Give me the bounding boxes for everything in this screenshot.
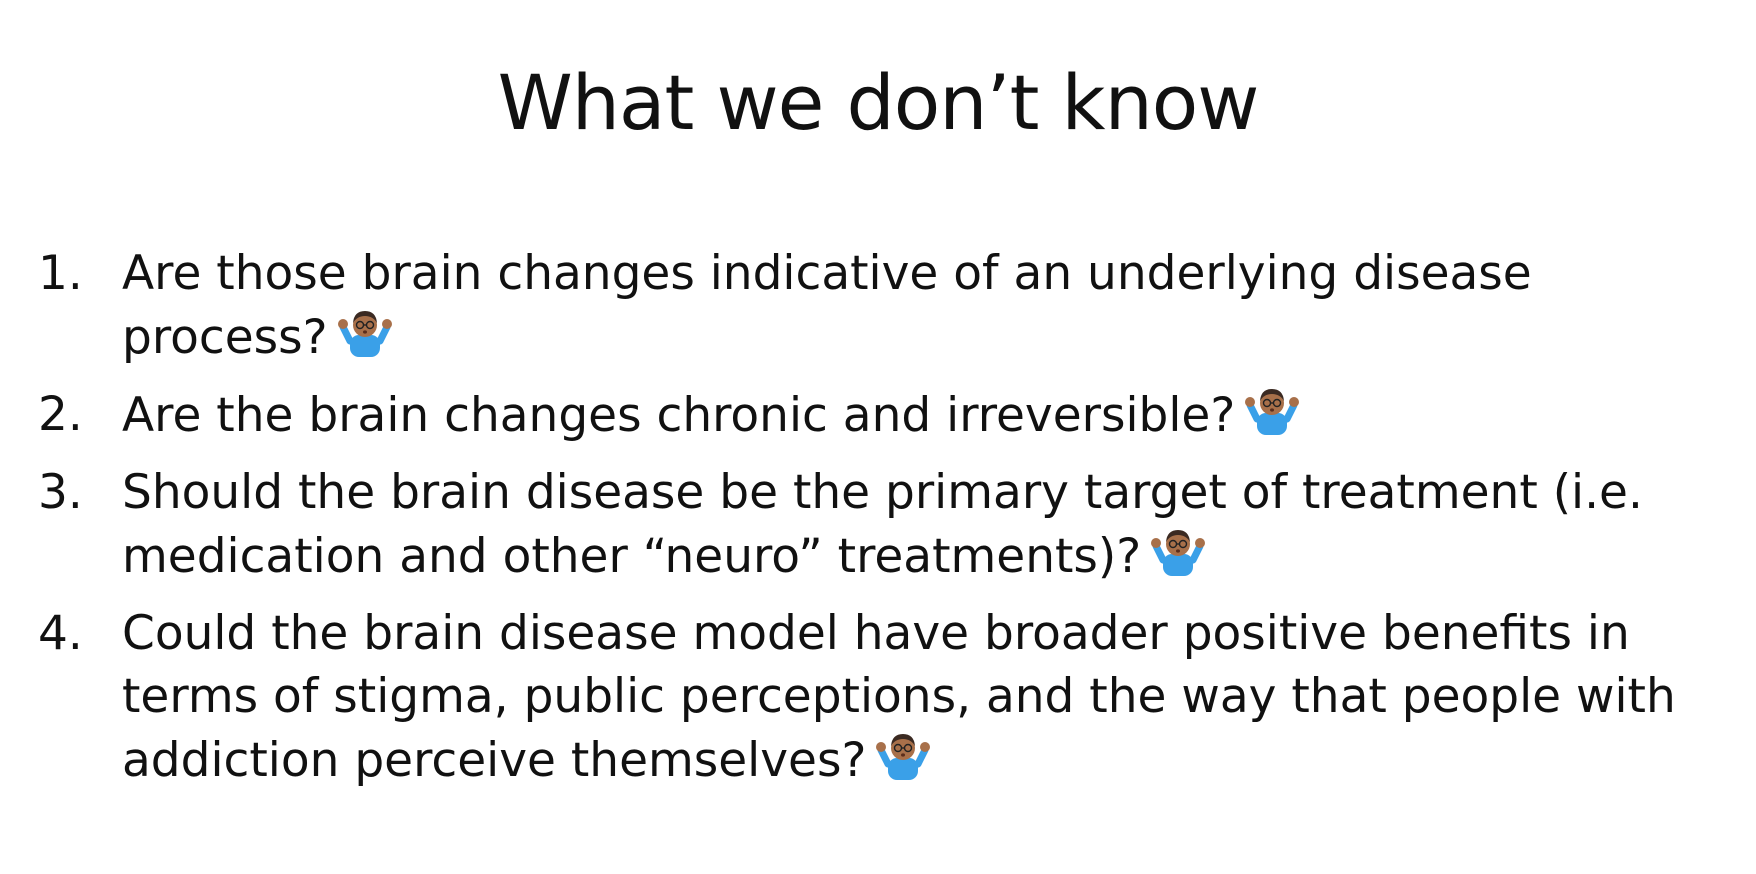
person-shrugging-icon (1151, 524, 1206, 578)
list-item-text: Should the brain disease be the primary … (122, 465, 1643, 584)
list-item-number: 2. (38, 387, 83, 442)
list-item-text: Are those brain changes indicative of an… (122, 246, 1532, 365)
person-shrugging-icon (337, 305, 392, 359)
slide-title: What we don’t know (497, 58, 1260, 147)
list-item-text: Could the brain disease model have broad… (122, 606, 1676, 788)
question-list: 1. Are those brain changes indicative of… (38, 242, 1738, 806)
list-item-number: 3. (38, 465, 83, 520)
list-item-number: 1. (38, 246, 83, 301)
list-item-text: Are the brain changes chronic and irreve… (122, 388, 1236, 443)
list-item: 1. Are those brain changes indicative of… (38, 242, 1738, 369)
list-item: 4. Could the brain disease model have br… (38, 602, 1738, 792)
person-shrugging-icon (876, 728, 931, 782)
person-shrugging-icon (1245, 383, 1300, 437)
list-item: 2. Are the brain changes chronic and irr… (38, 383, 1738, 447)
list-item-number: 4. (38, 606, 83, 661)
list-item: 3. Should the brain disease be the prima… (38, 461, 1738, 588)
